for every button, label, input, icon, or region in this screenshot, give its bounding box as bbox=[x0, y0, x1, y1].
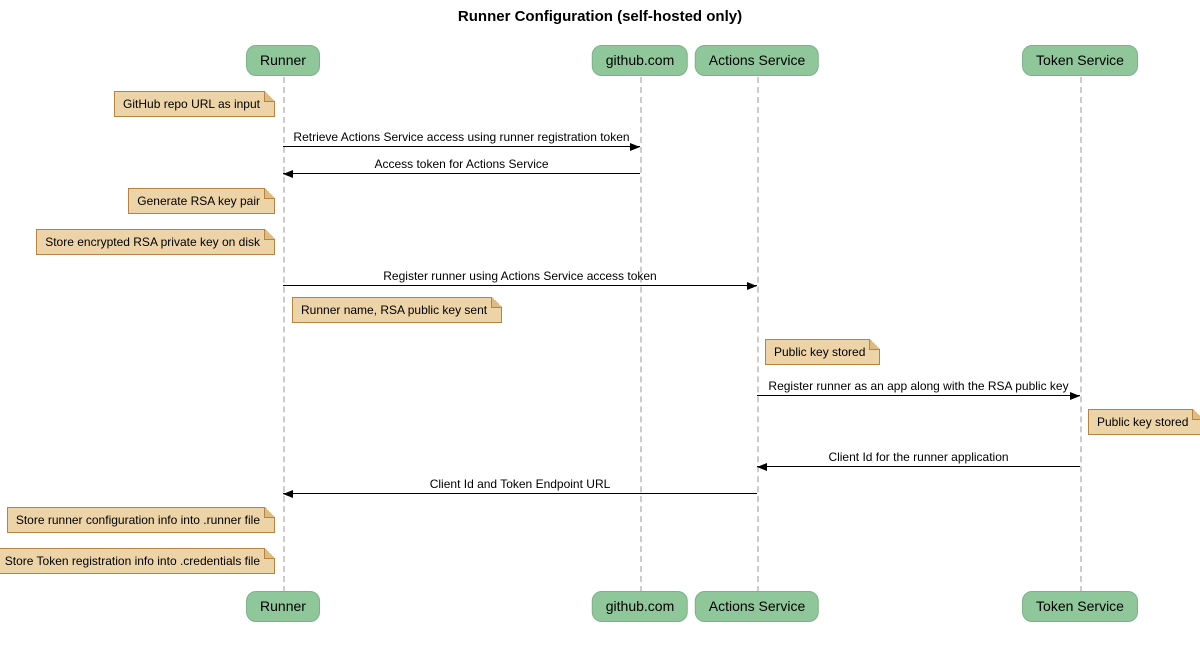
note-fold-icon bbox=[491, 297, 503, 308]
note-fold-icon bbox=[264, 507, 275, 518]
message-label: Register runner as an app along with the… bbox=[768, 379, 1069, 393]
note-text: Store Token registration info into .cred… bbox=[4, 554, 260, 568]
message-register-runner: Register runner using Actions Service ac… bbox=[283, 268, 757, 290]
arrowhead-left-icon bbox=[283, 170, 293, 178]
message-line bbox=[283, 285, 757, 286]
note-runner-name-sent: Runner name, RSA public key sent bbox=[292, 297, 503, 323]
note-text: Generate RSA key pair bbox=[137, 194, 260, 208]
message-client-id-endpoint: Client Id and Token Endpoint URL bbox=[283, 476, 757, 498]
message-label: Access token for Actions Service bbox=[374, 157, 549, 171]
note-fold-icon bbox=[264, 188, 275, 199]
lifeline-github bbox=[640, 77, 642, 592]
message-label: Client Id and Token Endpoint URL bbox=[429, 477, 611, 491]
note-text: Public key stored bbox=[774, 345, 866, 359]
lifeline-token-service bbox=[1080, 77, 1082, 592]
participant-token-service-bottom: Token Service bbox=[1022, 591, 1138, 622]
arrowhead-right-icon bbox=[1070, 392, 1080, 400]
note-public-key-stored-actions: Public key stored bbox=[765, 339, 881, 365]
note-fold-icon bbox=[1192, 409, 1200, 420]
participant-actions-service-bottom: Actions Service bbox=[694, 591, 820, 622]
participant-github-bottom: github.com bbox=[591, 591, 689, 622]
message-label: Register runner using Actions Service ac… bbox=[383, 269, 657, 283]
note-text: Public key stored bbox=[1097, 415, 1189, 429]
note-text: GitHub repo URL as input bbox=[123, 97, 260, 111]
message-access-token: Access token for Actions Service bbox=[283, 156, 640, 178]
message-line bbox=[283, 493, 757, 494]
participant-runner-bottom: Runner bbox=[246, 591, 320, 622]
message-register-app: Register runner as an app along with the… bbox=[757, 378, 1080, 400]
arrowhead-left-icon bbox=[283, 490, 293, 498]
arrowhead-left-icon bbox=[757, 463, 767, 471]
note-store-private-key: Store encrypted RSA private key on disk bbox=[36, 229, 275, 255]
note-fold-icon bbox=[264, 229, 275, 240]
message-retrieve-access: Retrieve Actions Service access using ru… bbox=[283, 129, 640, 151]
arrowhead-right-icon bbox=[747, 282, 757, 290]
note-github-repo-url: GitHub repo URL as input bbox=[114, 91, 275, 117]
message-line bbox=[283, 173, 640, 174]
note-fold-icon bbox=[264, 548, 275, 559]
note-text: Store runner configuration info into .ru… bbox=[15, 513, 260, 527]
participant-github-top: github.com bbox=[591, 45, 689, 76]
note-store-runner-file: Store runner configuration info into .ru… bbox=[6, 507, 275, 533]
message-label: Client Id for the runner application bbox=[828, 450, 1009, 464]
message-line bbox=[757, 466, 1080, 467]
lifeline-actions-service bbox=[757, 77, 759, 592]
note-fold-icon bbox=[264, 91, 275, 102]
diagram-title: Runner Configuration (self-hosted only) bbox=[457, 8, 743, 25]
note-text: Runner name, RSA public key sent bbox=[301, 303, 488, 317]
note-public-key-stored-token: Public key stored bbox=[1088, 409, 1200, 435]
participant-token-service-top: Token Service bbox=[1022, 45, 1138, 76]
note-fold-icon bbox=[869, 339, 881, 350]
message-line bbox=[283, 146, 640, 147]
participant-runner-top: Runner bbox=[246, 45, 320, 76]
lifeline-runner bbox=[283, 77, 285, 592]
message-label: Retrieve Actions Service access using ru… bbox=[293, 130, 630, 144]
note-generate-rsa: Generate RSA key pair bbox=[128, 188, 275, 214]
participant-actions-service-top: Actions Service bbox=[694, 45, 820, 76]
arrowhead-right-icon bbox=[630, 143, 640, 151]
note-store-credentials-file: Store Token registration info into .cred… bbox=[0, 548, 275, 574]
message-client-id: Client Id for the runner application bbox=[757, 449, 1080, 471]
note-text: Store encrypted RSA private key on disk bbox=[45, 235, 260, 249]
message-line bbox=[757, 395, 1080, 396]
